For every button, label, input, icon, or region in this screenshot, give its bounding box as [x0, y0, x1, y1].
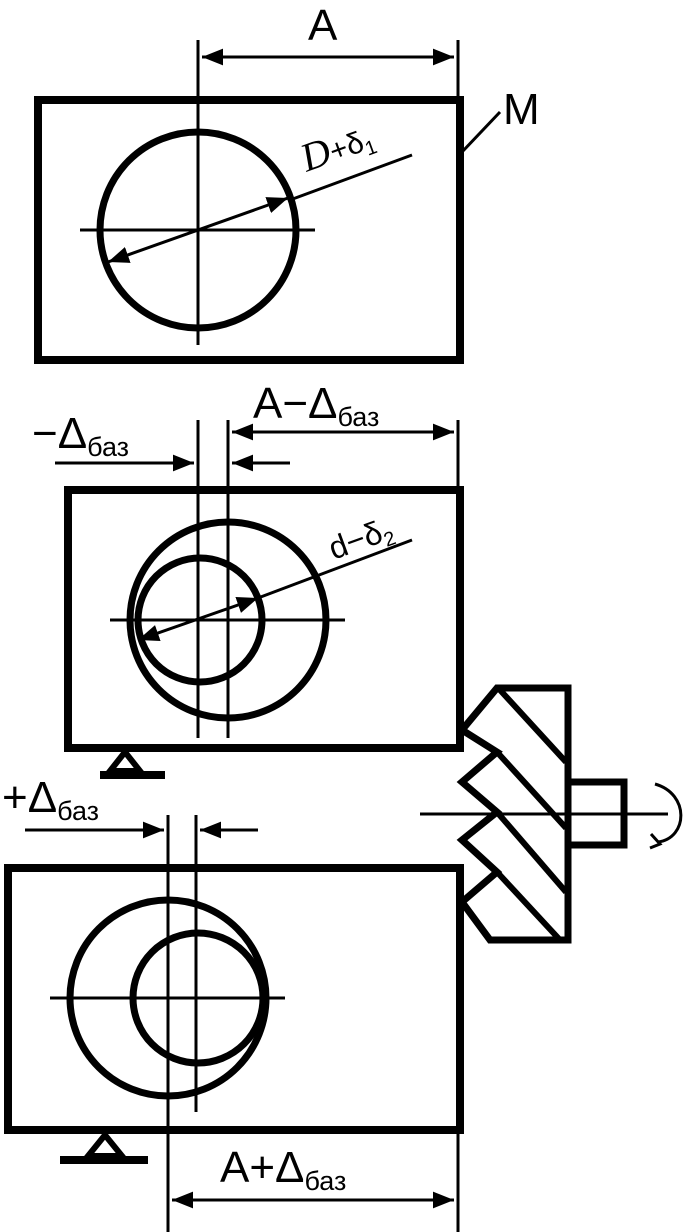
top-part-outline	[34, 96, 464, 364]
mid-left-label: −Δбаз	[32, 409, 129, 462]
big-diameter-arrow	[107, 196, 289, 264]
bot-support-symbol	[60, 1130, 148, 1164]
small-diameter-arrow	[137, 596, 259, 642]
svg-text:d−δ2: d−δ2	[324, 510, 399, 570]
bot-left-label: +Δбаз	[2, 773, 99, 826]
small-diameter-label-main: d−δ	[324, 514, 387, 566]
mid-dim-label-sub: баз	[337, 402, 379, 432]
bot-left-label-sub: баз	[57, 796, 99, 826]
big-diameter-line	[289, 153, 413, 202]
mid-support-symbol	[100, 747, 165, 779]
mid-part-outline	[64, 486, 464, 752]
leader-label-m: M	[503, 85, 540, 134]
mid-left-label-main: −Δ	[32, 409, 87, 458]
leader-line-m	[460, 110, 502, 154]
bot-dim-label-sub: баз	[304, 1166, 346, 1196]
mid-dim-label-main: A−Δ	[253, 379, 337, 428]
rotation-arrow-icon	[654, 782, 683, 844]
bottom-panel: A+Δбаз +Δбаз	[2, 773, 464, 1232]
mid-dim-label: A−Δбаз	[253, 379, 379, 432]
rotation-arrow-head-icon	[649, 832, 663, 850]
bot-part-outline	[4, 864, 464, 1134]
top-panel: A M D+δ1	[34, 1, 540, 364]
top-dim-label: A	[308, 1, 338, 50]
small-diameter-label-group: d−δ2	[324, 510, 399, 570]
small-diameter-line	[257, 538, 413, 600]
cutting-tool	[420, 684, 683, 944]
middle-panel: A−Δбаз −Δбаз d−δ2	[32, 379, 464, 779]
bot-dim-label-main: A+Δ	[220, 1143, 304, 1192]
mid-left-label-sub: баз	[87, 432, 129, 462]
bot-dim-label: A+Δбаз	[220, 1143, 346, 1196]
bot-left-label-main: +Δ	[2, 773, 57, 822]
